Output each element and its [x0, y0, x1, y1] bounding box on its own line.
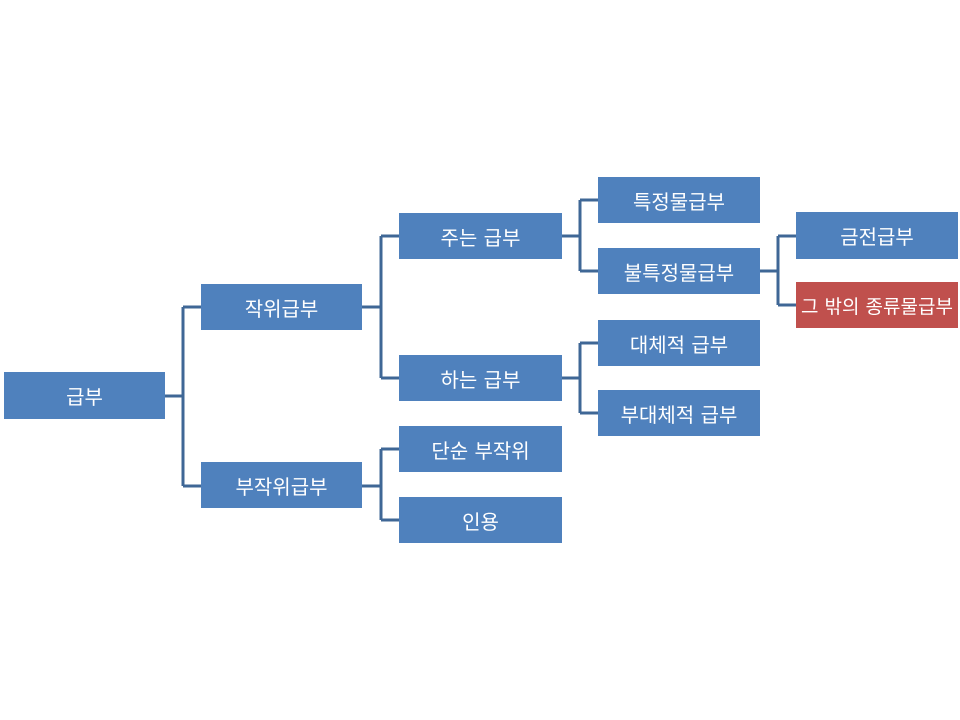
node-money: 금전급부: [796, 212, 958, 259]
node-giving: 주는 급부: [399, 213, 562, 259]
connector-unspecific-to-children: [760, 234, 796, 307]
connector-doing-to-children: [562, 341, 598, 415]
node-performance: 작위급부: [201, 284, 362, 330]
node-other-generic: 그 밖의 종류물급부: [796, 282, 958, 328]
connector-non-performance-to-children: [362, 447, 399, 522]
node-specific-thing: 특정물급부: [598, 177, 760, 223]
connector-performance-to-children: [362, 234, 399, 380]
node-non-performance: 부작위급부: [201, 462, 362, 508]
node-simple-omission: 단순 부작위: [399, 426, 562, 472]
node-doing: 하는 급부: [399, 355, 562, 401]
node-root: 급부: [4, 372, 165, 419]
node-substitutable: 대체적 급부: [598, 320, 760, 366]
node-unspecific-thing: 불특정물급부: [598, 248, 760, 294]
node-non-substitutable: 부대체적 급부: [598, 390, 760, 436]
node-tolerance: 인용: [399, 497, 562, 543]
connector-giving-to-children: [562, 198, 598, 273]
connector-root-to-level1: [165, 305, 201, 488]
